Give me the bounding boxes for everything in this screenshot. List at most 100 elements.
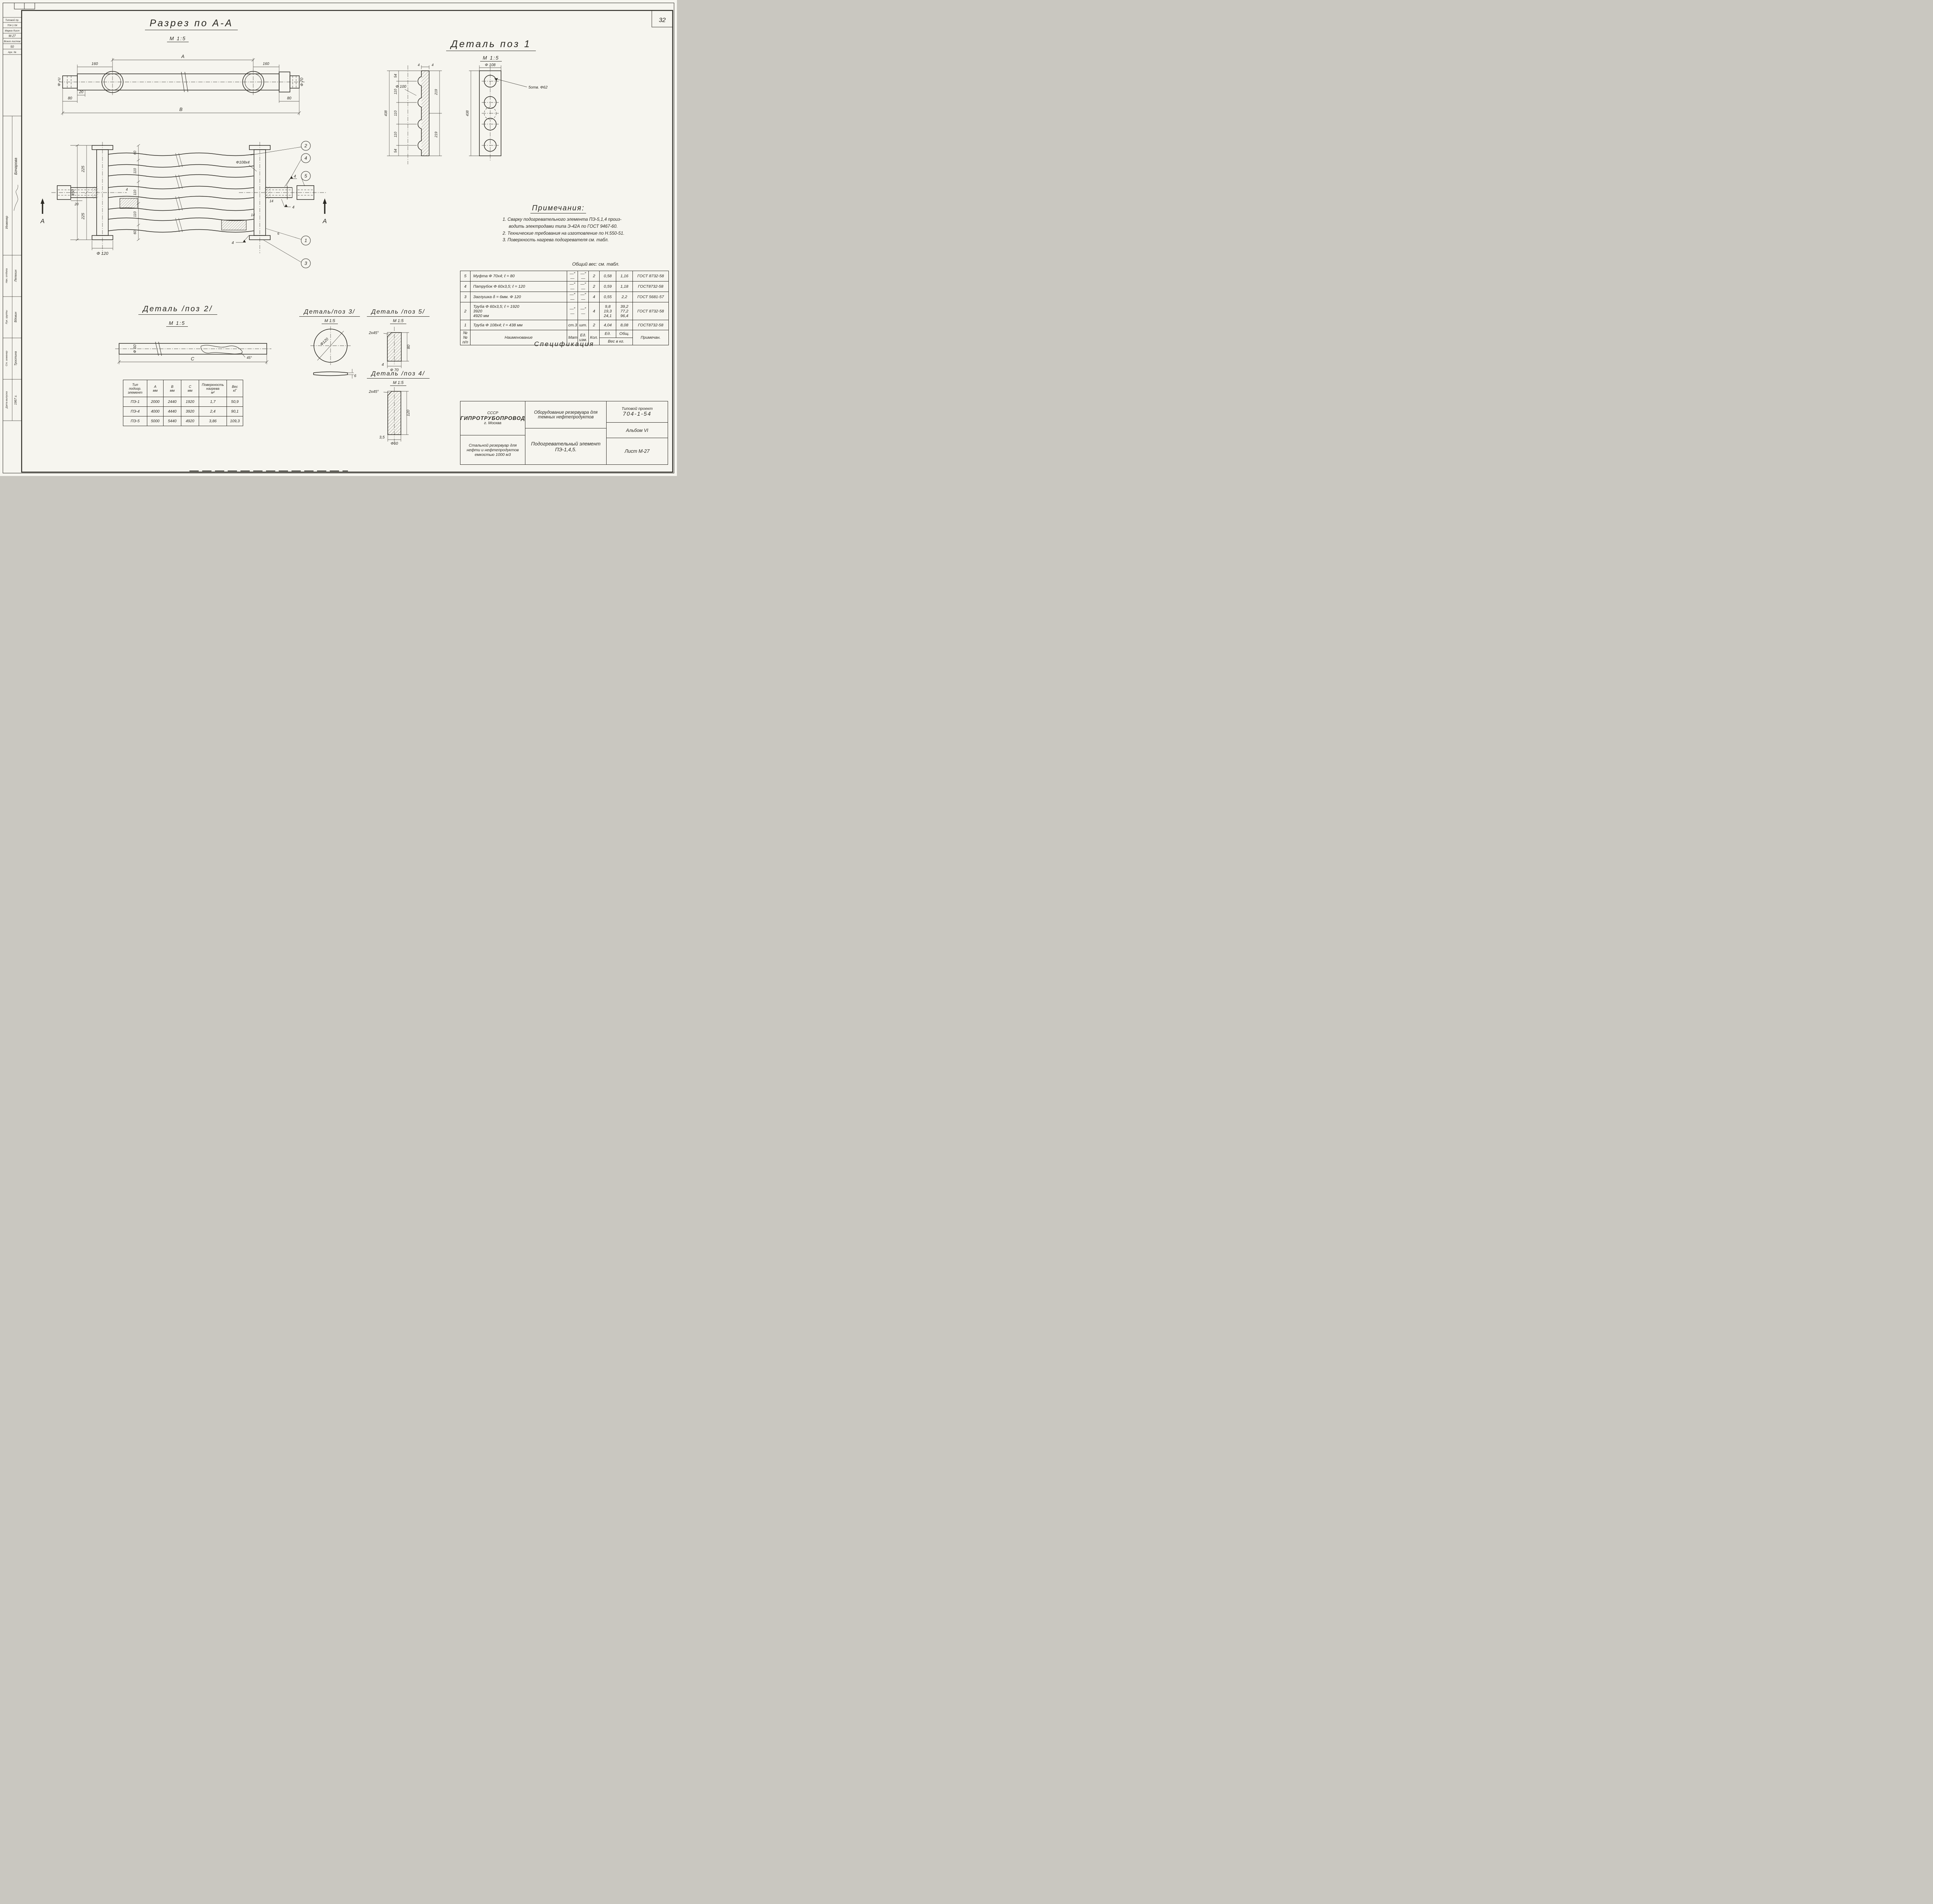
section-aa-scale: М 1:5 (157, 36, 199, 42)
spec-cell: 3 (460, 292, 470, 302)
collector-face-view (479, 66, 501, 160)
dim-label: 14 (251, 213, 255, 217)
spec-cell: 1,18 (616, 281, 633, 292)
section-letter: А (322, 218, 327, 225)
spec-header: Общ. (616, 330, 633, 338)
dim-label: А (181, 54, 184, 59)
dim-label: 45° (247, 356, 252, 360)
spec-cell: 0,58 (599, 271, 616, 282)
specification-table: 5 Муфта Ф 70х4; ℓ = 80 —″— —″— 2 0,58 1,… (460, 271, 669, 345)
dim-label: 6 (354, 374, 356, 378)
dim-label: 60 (133, 151, 137, 155)
spec-row: 2 Труба Ф 60х3,5; ℓ = 1920 3920 4920 мм … (460, 302, 669, 320)
spec-cell: 2,2 (616, 292, 633, 302)
dim-label: Ф 120 (97, 251, 109, 256)
album-cell: Альбом VI (607, 423, 668, 438)
balloon-5: 5 (305, 173, 307, 179)
spec-cell: ГОСТ 8732-58 (632, 271, 669, 282)
spec-cell: ГОСТ8732-58 (632, 320, 669, 330)
section-letter: А (40, 218, 45, 225)
detail5-title: Деталь /поз 5/ (363, 309, 433, 317)
dim-label: 120 (406, 409, 411, 416)
spec-cell: Патрубок Ф 60х3,5; ℓ = 120 (470, 281, 567, 292)
dim-label: 4 (431, 63, 433, 67)
left-stub-pipe (57, 185, 98, 200)
size-cell: 2,4 (199, 406, 227, 416)
spec-header-row: Вес в кг. (460, 337, 669, 345)
sheet-frame: 32 Типовой пр. 704-1-54 Марка-Лист М-27 … (3, 3, 674, 473)
size-cell: ПЭ-4 (123, 406, 147, 416)
detail-1-drawing: 54 110 110 110 54 438 219 219 4 4 Ф 100 (384, 63, 548, 164)
dim-label: Ф 100 (395, 85, 406, 89)
spec-row: 5 Муфта Ф 70х4; ℓ = 80 —″— —″— 2 0,58 1,… (460, 271, 669, 282)
weld-size-label: 4 (232, 241, 234, 245)
spec-cell: —″— (567, 302, 578, 320)
spec-cell: 8,08 (616, 320, 633, 330)
dim-label: Ф 108 (485, 63, 496, 67)
note-line: 3. Поверхность нагрева подогревателя см.… (503, 238, 609, 243)
size-cell: 1920 (181, 397, 199, 407)
size-cell: 3,86 (199, 416, 227, 426)
detail-4-drawing: 2х45° 120 Ф60 3,5 (368, 387, 411, 446)
margin-stamp-labels: Типовой пр. 704-1-54 Марка-Лист М-27 Все… (4, 19, 20, 409)
dim-label: 110 (394, 132, 397, 137)
role-name: Тростина (14, 351, 17, 366)
tube-fittings (119, 198, 247, 230)
spec-cell: 2 (588, 281, 600, 292)
spec-cell: —″— (578, 302, 589, 320)
dimensions: 450 225 225 60 110 110 110 60 20 Ф 120 Ф… (70, 144, 297, 256)
stamp-label: Всего листов (4, 40, 20, 43)
size-table-header-row: Тип подогр. элемент А мм В мм С мм Повер… (123, 380, 243, 397)
dim-label: Ф 60 (133, 345, 137, 353)
spec-cell: ст.3 (567, 320, 578, 330)
dim-label: 110 (394, 111, 397, 116)
detail5-scale: М 1:5 (373, 319, 423, 324)
spec-cell: —″— (567, 271, 578, 282)
spec-header: Кол. (588, 330, 600, 345)
spec-header: Наименование (470, 330, 567, 345)
sheet-cell: Лист М-27 (624, 449, 650, 454)
size-cell: 2440 (163, 397, 181, 407)
spec-header: Вес в кг. (599, 337, 633, 345)
dim-label: 4 (382, 363, 384, 367)
spec-cell: ГОСТ8732-58 (632, 281, 669, 292)
element-size-table: Тип подогр. элемент А мм В мм С мм Повер… (123, 380, 243, 426)
size-cell: 90,1 (227, 406, 243, 416)
spec-header: Примечан. (632, 330, 669, 345)
spec-cell: —″— (578, 281, 589, 292)
section-aa-drawing: А 160 160 В 80 20 80 Ф 70 Ф 70 (58, 54, 305, 115)
spec-cell: 39,2 77,2 96,4 (616, 302, 633, 320)
sheet-number: 32 (659, 17, 666, 24)
signature-mark (14, 184, 18, 211)
dim-label: 110 (394, 89, 397, 94)
size-cell: 5000 (147, 416, 164, 426)
size-header: В мм (163, 380, 181, 397)
stamp-label: 50 (10, 45, 14, 49)
stamp-label: Типовой пр. (5, 19, 19, 22)
spec-cell: ГОСТ 5681-57 (632, 292, 669, 302)
dim-label: Ф120 (319, 337, 329, 347)
drawing-sheet: 32 Типовой пр. 704-1-54 Марка-Лист М-27 … (0, 0, 677, 476)
dim-label: Ф 70 (58, 78, 61, 86)
size-cell: 1,7 (199, 397, 227, 407)
spec-cell: —″— (578, 271, 589, 282)
size-cell: 4000 (147, 406, 164, 416)
spec-row: 3 Заглушка δ = 6мм. Ф 120 —″— —″— 4 0,55… (460, 292, 669, 302)
spec-cell: 9,8 19,3 24,1 (599, 302, 616, 320)
dim-label: 80 (407, 345, 411, 349)
margin-stamp-grid (3, 17, 22, 421)
subject-cell: Оборудование резервуара для темных нефте… (525, 401, 607, 428)
org-country: СССР (487, 411, 498, 415)
role-name: 1967 г. (14, 395, 17, 405)
dimensions: А 160 160 В 80 20 80 Ф 70 Ф 70 (58, 54, 304, 115)
dim-label: 110 (133, 190, 137, 195)
dim-label: 6 (277, 232, 279, 235)
spec-cell: 4,04 (599, 320, 616, 330)
dim-label: 219 (434, 131, 438, 138)
detail3-title: Деталь/поз 3/ (298, 309, 361, 317)
spec-cell: Заглушка δ = 6мм. Ф 120 (470, 292, 567, 302)
detail-2-drawing: Ф 60 С 45° (115, 341, 271, 364)
role-name: Вдовин (14, 312, 17, 322)
detail4-title: Деталь /поз 4/ (363, 370, 433, 379)
stamp-label: Арх. № (8, 51, 17, 54)
